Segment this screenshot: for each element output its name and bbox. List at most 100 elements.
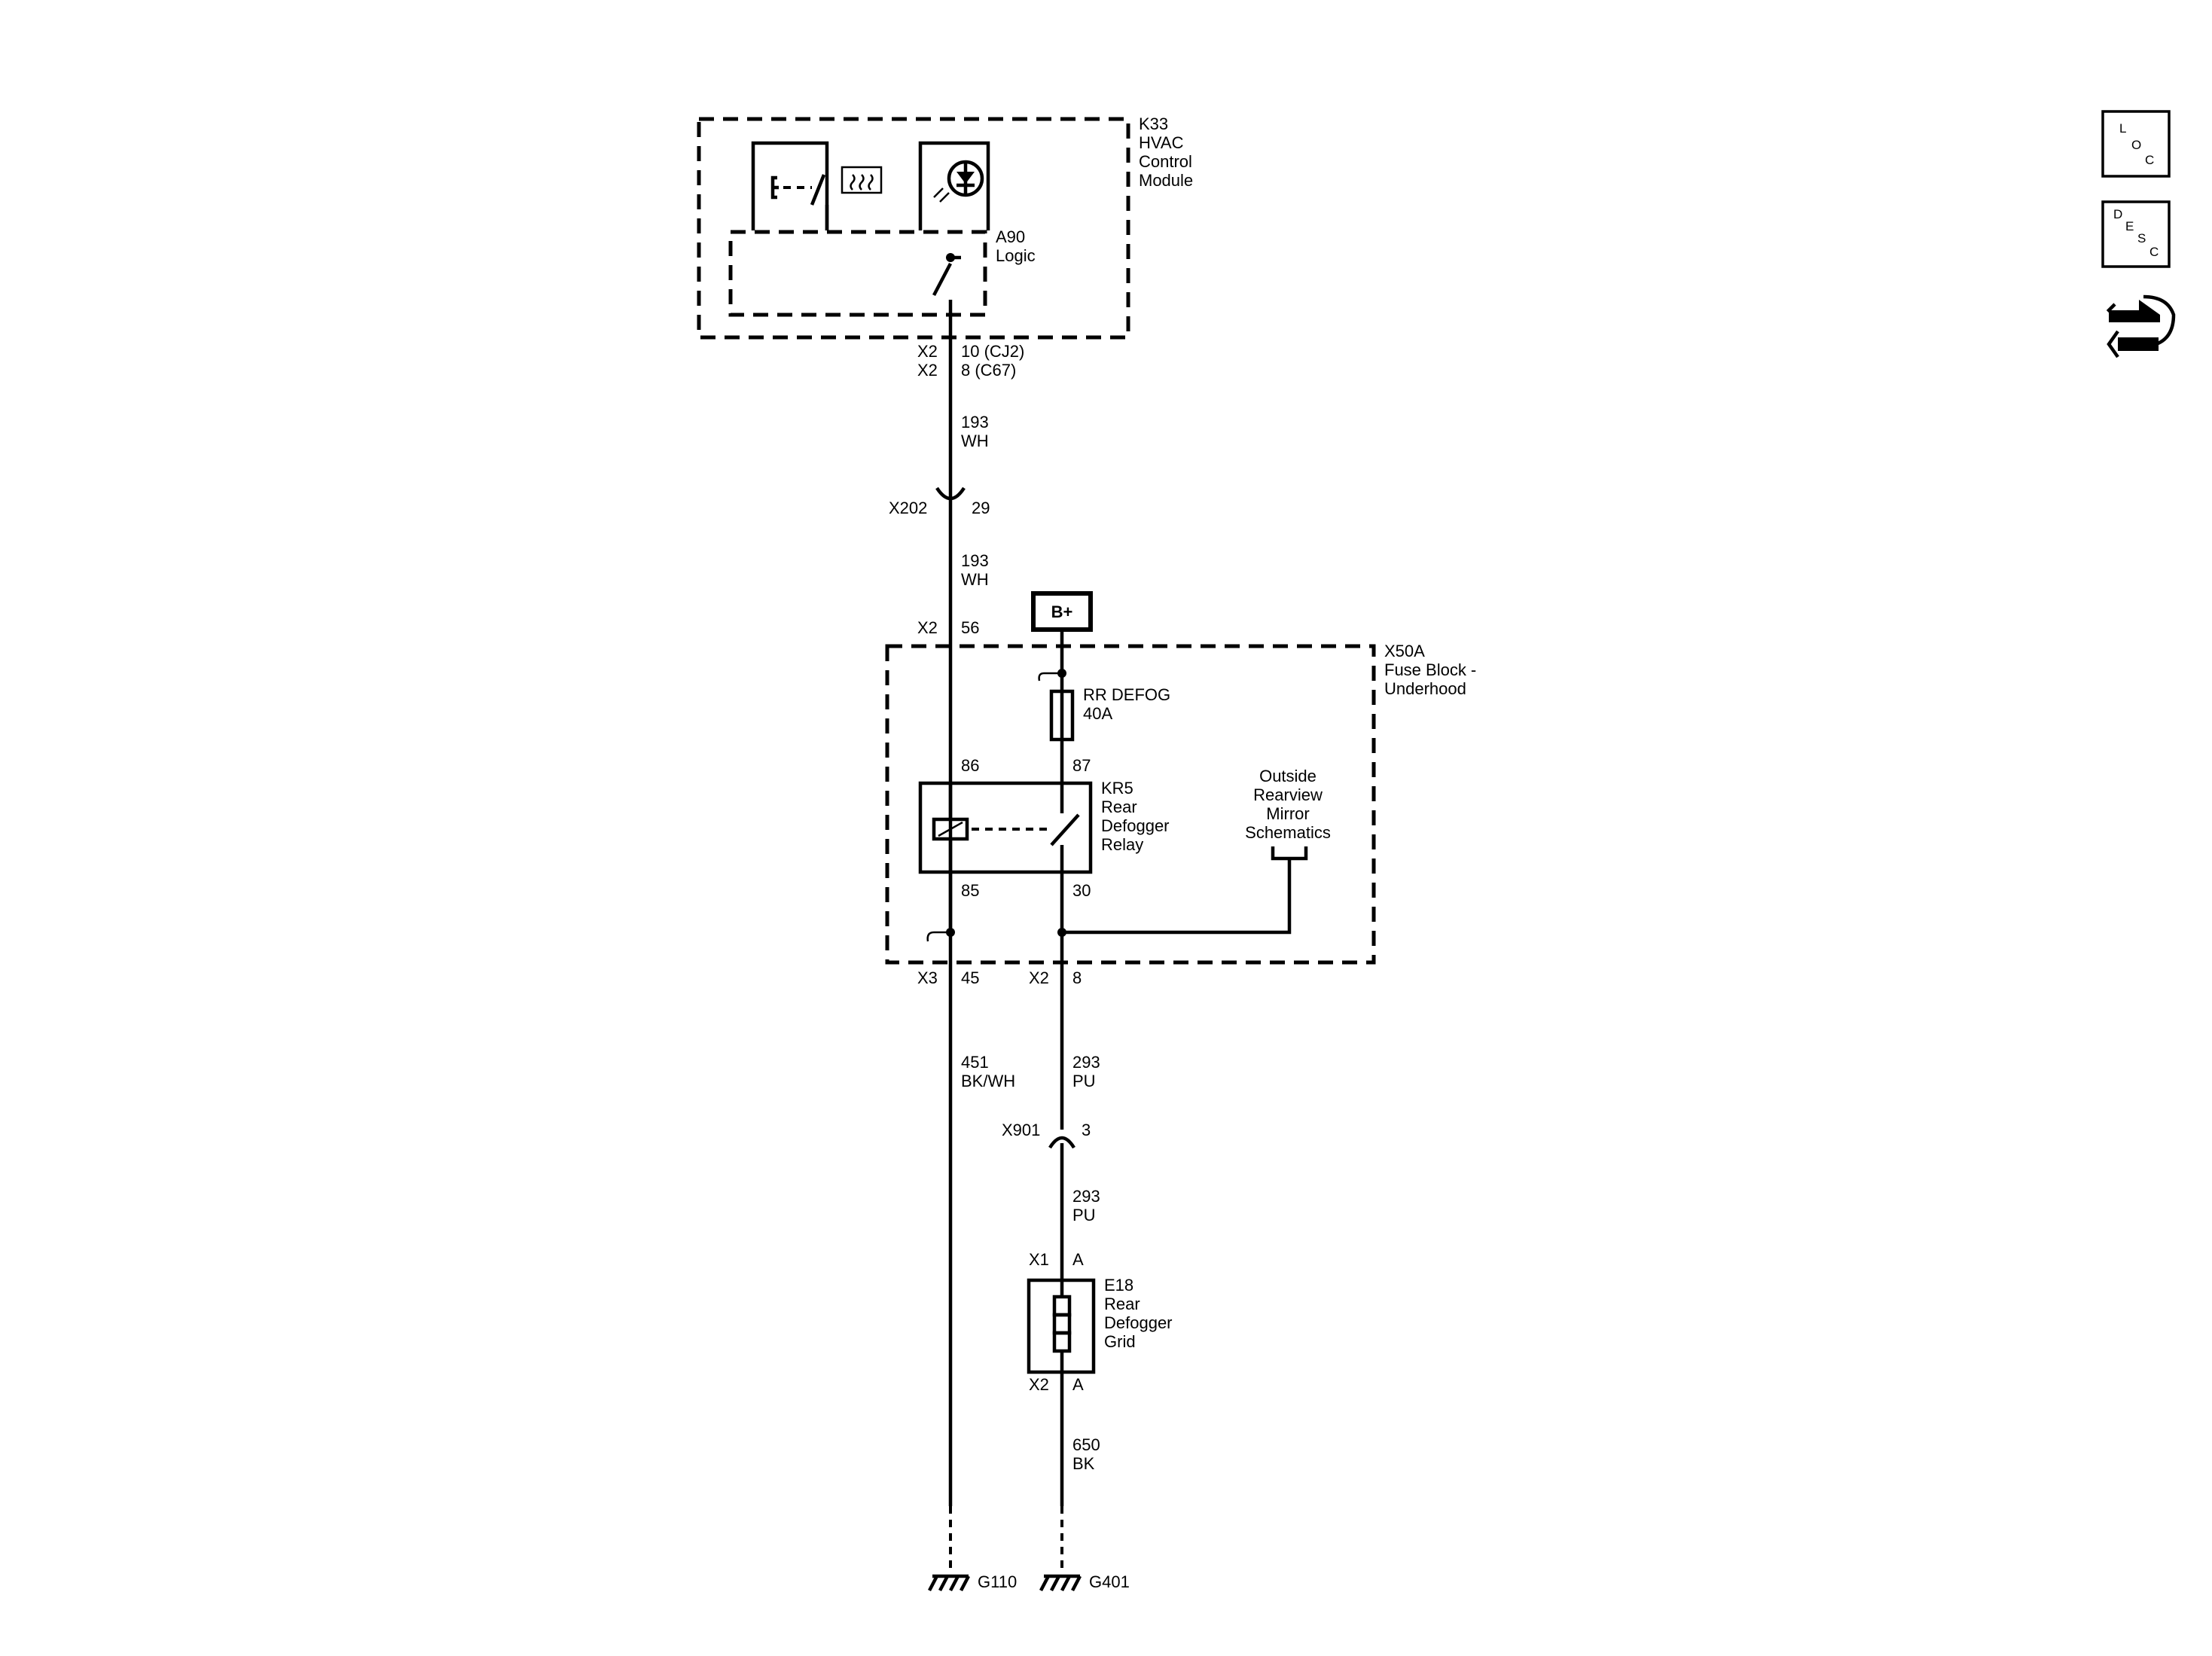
b-plus-splice [1038,669,1066,682]
svg-text:KR5: KR5 [1101,779,1133,798]
svg-text:X3: X3 [917,968,938,987]
svg-text:X202: X202 [889,499,927,517]
svg-text:Grid: Grid [1104,1332,1136,1351]
svg-text:D: D [2113,207,2122,221]
svg-text:Rear: Rear [1101,798,1137,816]
logic-switch [932,253,961,354]
svg-text:HVAC: HVAC [1139,133,1184,152]
svg-text:Logic: Logic [996,246,1036,265]
svg-text:193: 193 [961,551,989,570]
svg-text:8 (C67): 8 (C67) [961,361,1016,380]
svg-text:X2: X2 [917,342,938,361]
ground-g110-icon: G110 [928,1572,1017,1592]
svg-text:85: 85 [961,881,979,900]
svg-text:293: 293 [1072,1187,1100,1206]
svg-text:L: L [2119,121,2126,136]
svg-text:E18: E18 [1104,1276,1133,1295]
svg-text:E: E [2125,219,2134,233]
svg-text:8: 8 [1072,968,1082,987]
svg-text:56: 56 [961,618,979,637]
svg-text:X50A: X50A [1384,642,1425,660]
svg-text:Rearview: Rearview [1253,785,1323,804]
kr5-relay [918,781,1093,874]
svg-text:193: 193 [961,413,989,432]
svg-text:S: S [2137,231,2146,246]
x901-connector: X901 3 [1002,1121,1091,1158]
svg-text:C: C [2145,153,2154,167]
svg-text:B+: B+ [1051,602,1073,621]
svg-text:3: 3 [1082,1121,1091,1139]
wire-650-label: 650 BK [1072,1435,1100,1473]
svg-text:G110: G110 [978,1572,1017,1591]
svg-text:A: A [1072,1375,1084,1394]
k33-module-label: K33 HVAC Control Module [1139,114,1193,190]
x50a-label: X50A Fuse Block - Underhood [1384,642,1476,698]
svg-text:30: 30 [1072,881,1091,900]
svg-text:451: 451 [961,1053,989,1072]
svg-text:Rear: Rear [1104,1295,1140,1313]
desc-button[interactable]: D E S C [2101,200,2171,268]
svg-text:PU: PU [1072,1206,1096,1224]
wire-193-label-upper: 193 WH [961,413,989,450]
wire-193-label-lower: 193 WH [961,551,989,589]
connector-view-icon[interactable] [2106,294,2176,358]
svg-text:Fuse Block -: Fuse Block - [1384,660,1476,679]
svg-text:650: 650 [1072,1435,1100,1454]
svg-text:X901: X901 [1002,1121,1040,1139]
svg-text:A90: A90 [996,227,1025,246]
svg-text:293: 293 [1072,1053,1100,1072]
svg-text:A: A [1072,1250,1084,1269]
mirror-schematics-reference: Outside Rearview Mirror Schematics [1245,767,1331,861]
svg-text:K33: K33 [1139,114,1168,133]
svg-text:WH: WH [961,432,989,450]
svg-text:BK: BK [1072,1454,1095,1473]
svg-text:Module: Module [1139,171,1193,190]
rr-defog-fuse: RR DEFOG 40A [1049,685,1170,742]
svg-text:29: 29 [972,499,990,517]
kr5-relay-label: KR5 Rear Defogger Relay [1101,779,1170,854]
e18-grid-connector-labels: X1 A X2 A [1029,1250,1084,1394]
svg-text:C: C [2149,245,2159,259]
svg-text:BK/WH: BK/WH [961,1072,1015,1090]
x50a-fuse-block-boundary [885,644,1376,965]
wire-293-label-upper: 293 PU [1072,1053,1100,1090]
svg-text:87: 87 [1072,756,1091,775]
svg-text:86: 86 [961,756,979,775]
svg-text:Underhood: Underhood [1384,679,1466,698]
svg-text:Relay: Relay [1101,835,1143,854]
wire-451-label: 451 BK/WH [961,1053,1015,1090]
svg-text:Defogger: Defogger [1101,816,1170,835]
svg-text:O: O [2131,138,2141,152]
svg-text:10 (CJ2): 10 (CJ2) [961,342,1024,361]
battery-power-source: B+ [1031,591,1093,632]
x202-connector: X202 29 [889,482,990,517]
svg-text:G401: G401 [1089,1572,1130,1591]
kr5-pin-labels: 86 87 85 30 [961,756,1091,900]
svg-text:Mirror: Mirror [1266,804,1309,823]
ground-g401-icon: G401 [1039,1572,1130,1592]
defog-switch-symbol [751,141,883,230]
x50a-output-connector-labels: X3 45 X2 8 [917,968,1082,987]
svg-text:WH: WH [961,570,989,589]
ground-side-splice [926,928,955,942]
svg-text:X2: X2 [1029,1375,1049,1394]
k33-module-boundary [697,117,1130,340]
svg-text:Outside: Outside [1259,767,1317,785]
indicator-led-symbol [918,141,990,230]
output-splice [1057,858,1292,937]
svg-text:X2: X2 [917,618,938,637]
loc-button[interactable]: L O C [2101,110,2171,178]
e18-label: E18 Rear Defogger Grid [1104,1276,1173,1351]
svg-text:X2: X2 [1029,968,1049,987]
svg-text:Control: Control [1139,152,1192,171]
svg-text:X1: X1 [1029,1250,1049,1269]
svg-text:PU: PU [1072,1072,1096,1090]
svg-text:Schematics: Schematics [1245,823,1331,842]
svg-text:40A: 40A [1083,704,1112,723]
svg-text:45: 45 [961,968,979,987]
svg-text:Defogger: Defogger [1104,1313,1173,1332]
a90-logic-boundary [728,230,987,317]
wire-293-label-lower: 293 PU [1072,1187,1100,1224]
k33-connector-labels: X2 10 (CJ2) X2 8 (C67) [917,342,1024,380]
